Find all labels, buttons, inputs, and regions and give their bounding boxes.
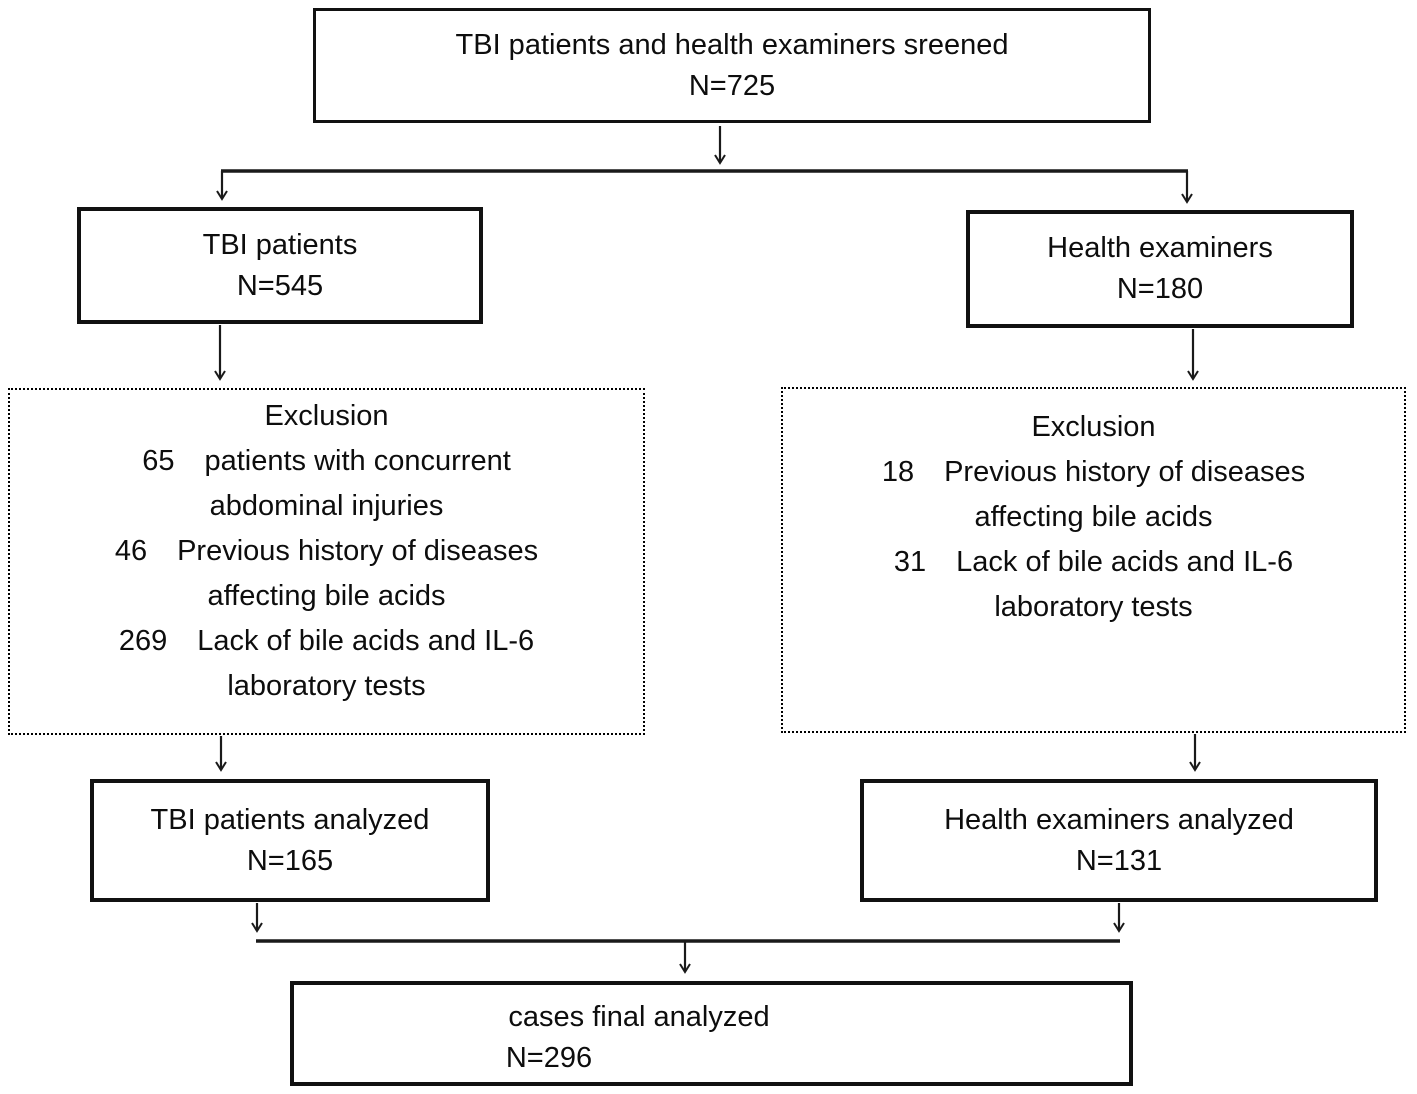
box-screened-label: TBI patients and health examiners sreene… (455, 28, 1009, 61)
box-health-examiners-label: Health examiners (1047, 232, 1273, 264)
health-exclusion-item-2-count: 31 (893, 546, 927, 578)
box-tbi-analyzed-label: TBI patients analyzed (150, 803, 430, 836)
health-exclusion-item-1: 18 Previous history of diseases (783, 450, 1404, 495)
box-health-examiners-n: N=180 (1116, 273, 1204, 305)
box-tbi-patients-label: TBI patients (202, 228, 358, 261)
health-exclusion-title: Exclusion (1031, 411, 1156, 443)
box-health-analyzed: Health examiners analyzed N=131 (860, 779, 1378, 902)
box-final-analyzed-n: N=296 (505, 1042, 593, 1074)
box-tbi-patients-n: N=545 (236, 269, 324, 302)
box-screened-n: N=725 (688, 69, 776, 102)
box-final-analyzed-content: cases final analyzed N=296 (294, 997, 984, 1079)
box-tbi-exclusion: Exclusion 65 patients with concurrent abd… (8, 388, 645, 735)
health-exclusion-item-2-cont: laboratory tests (994, 591, 1193, 623)
health-exclusion-item-1-text: Previous history of diseases (944, 456, 1306, 488)
box-health-exclusion: Exclusion 18 Previous history of diseases… (781, 387, 1406, 733)
box-health-examiners: Health examiners N=180 (966, 210, 1354, 328)
box-final-analyzed-label: cases final analyzed (508, 1001, 770, 1033)
tbi-exclusion-item-2-cont: affecting bile acids (207, 580, 446, 612)
tbi-exclusion-item-3: 269 Lack of bile acids and IL-6 (10, 619, 643, 664)
tbi-exclusion-item-1-text: patients with concurrent (204, 445, 511, 477)
box-tbi-analyzed: TBI patients analyzed N=165 (90, 779, 490, 902)
tbi-exclusion-item-3-cont: laboratory tests (227, 670, 426, 702)
tbi-exclusion-item-2-text: Previous history of diseases (177, 535, 539, 567)
health-exclusion-item-1-cont: affecting bile acids (974, 501, 1213, 533)
box-health-analyzed-label: Health examiners analyzed (944, 803, 1294, 836)
tbi-exclusion-item-3-count: 269 (118, 625, 168, 657)
tbi-exclusion-item-2-count: 46 (114, 535, 148, 567)
tbi-exclusion-item-1: 65 patients with concurrent (10, 439, 643, 484)
tbi-exclusion-item-3-text: Lack of bile acids and IL-6 (197, 625, 535, 657)
box-health-analyzed-n: N=131 (1075, 844, 1163, 877)
box-screened: TBI patients and health examiners sreene… (313, 8, 1151, 123)
health-exclusion-item-2: 31 Lack of bile acids and IL-6 (783, 540, 1404, 585)
tbi-exclusion-title: Exclusion (264, 400, 389, 432)
health-exclusion-item-1-count: 18 (881, 456, 915, 488)
tbi-exclusion-item-2: 46 Previous history of diseases (10, 529, 643, 574)
box-tbi-analyzed-n: N=165 (246, 844, 334, 877)
box-final-analyzed: cases final analyzed N=296 (290, 981, 1133, 1086)
health-exclusion-item-2-text: Lack of bile acids and IL-6 (956, 546, 1294, 578)
box-tbi-patients: TBI patients N=545 (77, 207, 483, 324)
tbi-exclusion-item-1-count: 65 (142, 445, 175, 477)
tbi-exclusion-item-1-cont: abdominal injuries (209, 490, 444, 522)
